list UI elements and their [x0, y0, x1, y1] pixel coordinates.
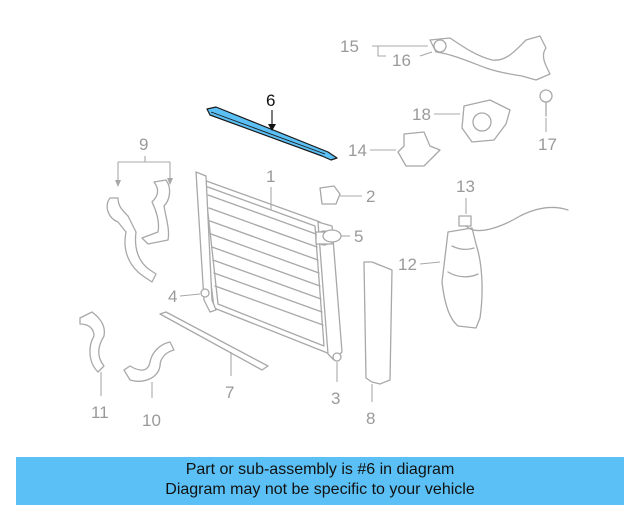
part-14-thermostat[interactable] [397, 131, 441, 167]
svg-text:8: 8 [366, 409, 375, 428]
part-6-seal-strip[interactable] [206, 106, 338, 161]
part-16-clamp[interactable] [433, 39, 447, 53]
banner-line-2: Diagram may not be specific to your vehi… [165, 481, 475, 498]
svg-text:5: 5 [354, 227, 363, 246]
svg-text:1: 1 [266, 167, 275, 186]
part-18-housing[interactable] [461, 99, 511, 143]
svg-text:11: 11 [91, 403, 109, 422]
svg-text:17: 17 [538, 135, 557, 154]
callout-16: 16 [392, 51, 433, 70]
part-5-cap[interactable] [322, 229, 342, 243]
callout-18: 18 [412, 105, 460, 124]
callout-4: 4 [168, 287, 201, 306]
part-2-bracket[interactable] [319, 185, 341, 205]
svg-text:14: 14 [348, 141, 367, 160]
part-11-hose[interactable] [79, 311, 106, 373]
callout-13: 13 [456, 177, 475, 214]
part-17-bolt[interactable] [539, 89, 553, 117]
callout-10: 10 [142, 382, 161, 430]
part-4-mount[interactable] [200, 288, 210, 298]
svg-text:18: 18 [412, 105, 431, 124]
part-9-hoses[interactable] [106, 179, 171, 283]
svg-text:13: 13 [456, 177, 475, 196]
callout-2: 2 [340, 187, 375, 206]
svg-text:12: 12 [398, 255, 417, 274]
parts-diagram: 6 1 2 5 4 [79, 35, 569, 430]
part-15-outlet-pipe[interactable] [429, 35, 551, 81]
svg-text:7: 7 [225, 383, 234, 402]
svg-text:15: 15 [340, 37, 359, 56]
svg-text:3: 3 [331, 389, 340, 408]
svg-text:6: 6 [266, 91, 275, 110]
callout-7: 7 [225, 352, 234, 402]
svg-text:16: 16 [392, 51, 411, 70]
callout-11: 11 [91, 372, 109, 422]
callout-17: 17 [538, 118, 557, 154]
part-10-hose[interactable] [123, 341, 175, 382]
part-8-air-guide[interactable] [363, 261, 393, 385]
callout-6: 6 [266, 91, 276, 131]
banner-line-1: Part or sub-assembly is #6 in diagram [185, 461, 455, 478]
info-banner: Part or sub-assembly is #6 in diagram Di… [16, 457, 624, 505]
svg-text:2: 2 [366, 187, 375, 206]
part-3-drain-plug[interactable] [332, 352, 342, 362]
svg-text:10: 10 [142, 411, 161, 430]
part-1-radiator[interactable] [195, 171, 343, 361]
part-12-reservoir[interactable] [441, 227, 483, 329]
svg-text:9: 9 [139, 135, 148, 154]
callout-12: 12 [398, 255, 441, 274]
callout-9: 9 [115, 135, 173, 187]
callout-1: 1 [266, 167, 275, 210]
callout-5: 5 [341, 227, 363, 246]
callout-3: 3 [331, 362, 340, 408]
callout-14: 14 [348, 141, 396, 160]
callout-15: 15 [340, 37, 428, 57]
part-13-overflow-hose[interactable] [458, 206, 569, 232]
svg-text:4: 4 [168, 287, 177, 306]
callout-8: 8 [366, 384, 375, 428]
part-7-lower-seal[interactable] [159, 311, 269, 371]
